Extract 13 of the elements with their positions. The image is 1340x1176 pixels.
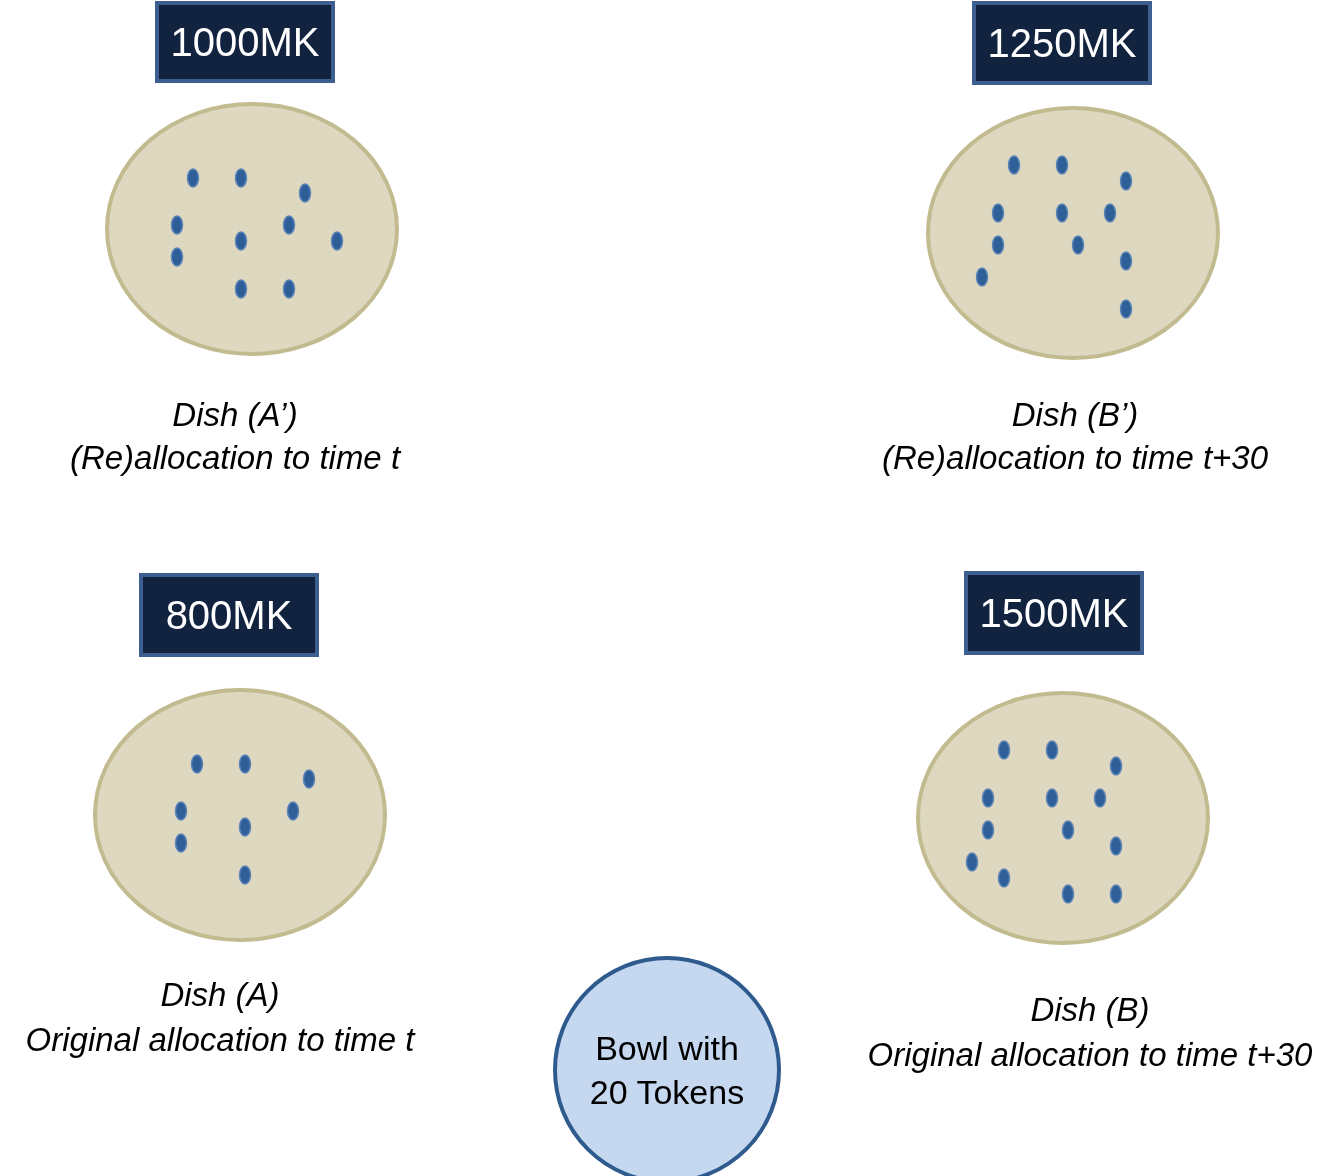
price-label: 1000MK bbox=[155, 1, 335, 83]
dish-caption: (Re)allocation to time t bbox=[69, 439, 401, 477]
price-label: 1250MK bbox=[972, 1, 1152, 85]
dish-caption: (Re)allocation to time t+30 bbox=[881, 439, 1269, 477]
price-label: 1500MK bbox=[964, 571, 1144, 655]
bowl-label: Bowl with 20 Tokens bbox=[588, 1028, 746, 1113]
price-label: 800MK bbox=[139, 573, 319, 657]
dish-title: Dish (B’) bbox=[1011, 396, 1139, 434]
dish-title: Dish (B) bbox=[1030, 991, 1150, 1029]
dish-caption: Original allocation to time t+30 bbox=[867, 1036, 1313, 1074]
dish-caption: Original allocation to time t bbox=[25, 1021, 415, 1059]
dish-title: Dish (A) bbox=[160, 976, 280, 1014]
dish-title: Dish (A’) bbox=[172, 396, 298, 434]
